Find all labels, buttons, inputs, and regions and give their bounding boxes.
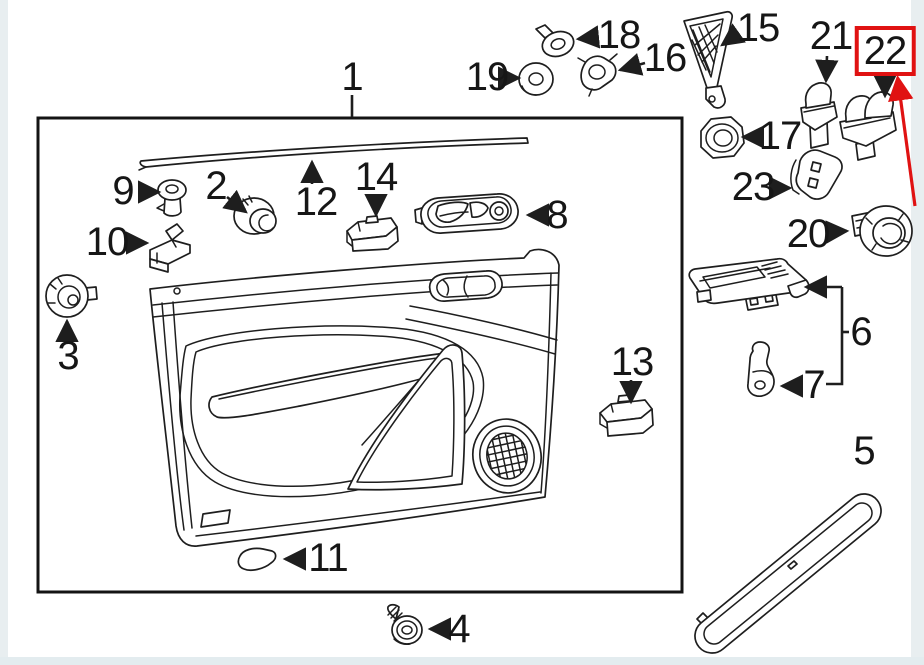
callout-label-9: 9 <box>112 169 134 213</box>
callout-label-1: 1 <box>341 55 363 99</box>
part-7-clip-drawing <box>747 341 775 397</box>
part-18-clip-drawing <box>535 24 575 58</box>
part-11-cap-drawing <box>237 547 277 572</box>
part-6-switch-bezel-drawing <box>688 257 810 311</box>
callout-arrows <box>55 23 897 641</box>
page-edge-right <box>911 0 924 665</box>
part-14-clip-drawing <box>346 215 399 252</box>
part-21-window-switch-drawing <box>800 82 838 149</box>
part-12-reveal-molding-drawing <box>138 137 529 171</box>
part-8-handle-bezel-drawing <box>414 193 519 234</box>
callout-label-4: 4 <box>448 607 470 651</box>
callout-label-17: 17 <box>758 114 802 158</box>
part-10-bracket-drawing <box>149 223 191 273</box>
callout-label-19: 19 <box>465 55 509 99</box>
callout-label-13: 13 <box>610 340 654 384</box>
page-edge-bottom <box>0 657 924 665</box>
callout-label-22: 22 <box>854 26 916 76</box>
callout-label-2: 2 <box>205 164 227 208</box>
callout-label-3: 3 <box>57 334 79 378</box>
part-5-sill-plate-drawing <box>694 493 882 654</box>
callout-label-6: 6 <box>850 310 872 354</box>
callout-label-14: 14 <box>354 155 398 199</box>
callout-label-5: 5 <box>853 429 875 473</box>
callout-label-8: 8 <box>546 193 568 237</box>
callout-label-15: 15 <box>736 6 780 50</box>
page-edge-left <box>0 0 8 665</box>
door-trim-panel-drawing <box>149 248 560 547</box>
callout-label-7: 7 <box>803 363 825 407</box>
callout-label-18: 18 <box>597 13 641 57</box>
callout-label-21: 21 <box>809 14 853 58</box>
speaker-grille <box>472 418 542 494</box>
part-22-window-switch-drawing <box>839 91 897 161</box>
highlight-arrow-22 <box>888 74 917 207</box>
part-23-switch-drawing <box>790 149 843 200</box>
callout-label-20: 20 <box>786 212 830 256</box>
part-4-screw-drawing <box>386 603 423 645</box>
callout-label-11: 11 <box>308 536 349 580</box>
callout-label-12: 12 <box>294 180 338 224</box>
part-20-mirror-switch-drawing <box>851 205 913 257</box>
part-17-nut-drawing <box>700 116 745 159</box>
part-19-grommet-drawing <box>518 62 554 96</box>
part-16-clip-drawing <box>577 53 618 97</box>
callout-label-16: 16 <box>643 36 687 80</box>
part-9-retainer-drawing <box>156 179 187 217</box>
callout-label-10: 10 <box>85 220 129 264</box>
callout-label-23: 23 <box>731 165 775 209</box>
part-15-corner-trim-drawing <box>683 10 734 109</box>
part-3-retainer-drawing <box>45 274 98 318</box>
